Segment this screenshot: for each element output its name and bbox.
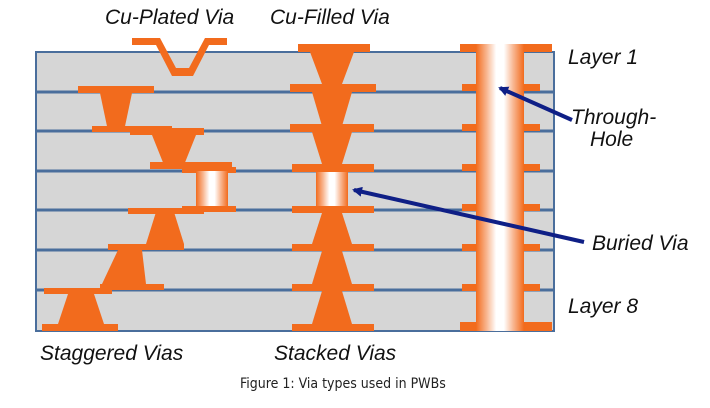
- cu-filled-via-label: Cu-Filled Via: [270, 6, 390, 29]
- staggered-vias-label: Staggered Vias: [40, 342, 184, 365]
- buried-via-label: Buried Via: [592, 232, 689, 255]
- through-hole-label-line2: Hole: [590, 128, 634, 151]
- cu-plated-via-label: Cu-Plated Via: [105, 6, 235, 29]
- stacked-vias-label: Stacked Vias: [274, 342, 397, 365]
- layer-8-label: Layer 8: [568, 295, 639, 318]
- through-hole-label-line1: Through-: [571, 106, 657, 129]
- figure-caption: Figure 1: Via types used in PWBs: [240, 376, 446, 392]
- staggered-vias: [42, 86, 236, 331]
- stacked-vias: [290, 44, 376, 331]
- buried-via-arrow: [352, 186, 585, 244]
- layer-1-label: Layer 1: [568, 46, 639, 69]
- cu-plated-via: [132, 38, 227, 76]
- through-hole-arrow: [498, 86, 573, 122]
